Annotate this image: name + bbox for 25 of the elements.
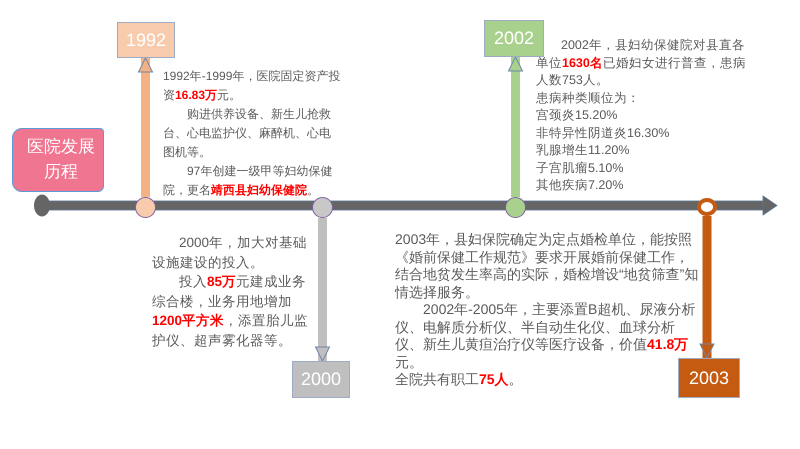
description-text: 其他疾病7.20% — [536, 177, 624, 194]
description-text: 患病种类顺位为： — [536, 90, 641, 106]
description-text: 97年创建一级甲等妇幼保健院，更名靖西县妇幼保健院。 — [163, 163, 334, 199]
timeline-dot — [505, 197, 526, 218]
timeline-dot — [135, 197, 156, 218]
description-text: 2003年，县妇保院确定为定点婚检单位，能按照《婚前保健工作规范》要求开展婚前保健工作，结合地贫发生率高的实际，婚检增设“地贫筛查”知情选择服务。 — [395, 231, 699, 301]
arrow — [138, 58, 153, 197]
arrow — [700, 216, 714, 358]
description-text: 子宫肌瘤5.10% — [536, 160, 624, 176]
year-box: 1992 — [117, 22, 175, 58]
description-text: 乳腺增生11.20% — [536, 142, 630, 159]
description-text: 2000年，加大对基础设施建设的投入。 — [152, 234, 308, 272]
scroll-banner: 医院发展历程 — [12, 128, 104, 192]
description-text: 非特异性阴道炎16.30% — [536, 124, 670, 142]
description-text: 投入85万元建成业务综合楼，业务用地增加1200平方米，添置胎儿监护仪、超声雾化器等。 — [152, 273, 310, 350]
year-box: 2000 — [292, 361, 350, 398]
description-text: 购进供养设备、新生儿抢救台、心电监护仪、麻醉机、心电图机等。 — [163, 106, 332, 161]
year-box: 2003 — [678, 358, 740, 398]
timeline-dot — [312, 197, 333, 218]
arrow — [508, 56, 523, 197]
year-box: 2002 — [484, 20, 544, 57]
description-text: 1992年-1999年，医院固定资产投资16.83万元。 — [163, 68, 341, 104]
timeline-ring — [697, 198, 717, 216]
description-text: 宫颈炎15.20% — [536, 107, 618, 124]
arrow — [315, 218, 330, 362]
